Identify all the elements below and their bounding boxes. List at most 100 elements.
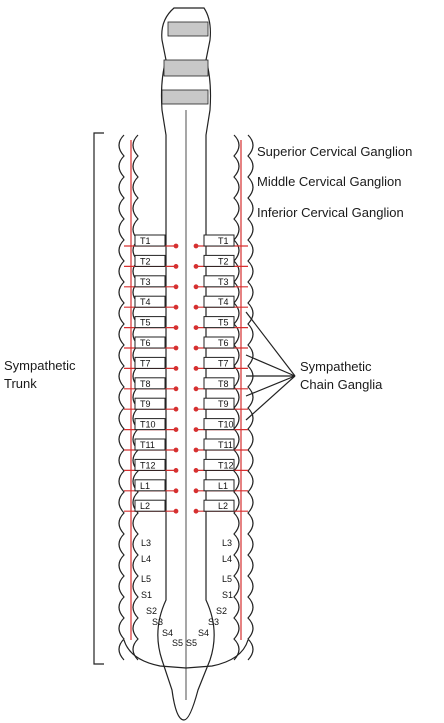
segment-box-right <box>203 295 235 308</box>
segment-label-right: T4 <box>218 297 229 307</box>
lower-label-left: S4 <box>162 628 173 638</box>
segment-label-right: T7 <box>218 358 229 368</box>
segment-box-right <box>203 316 235 329</box>
lower-label-left: S1 <box>141 590 152 600</box>
segment-label-left: T4 <box>140 297 151 307</box>
nerve-dot-left <box>173 366 179 371</box>
segment-label-left: T11 <box>140 440 155 450</box>
segment-label-right: T5 <box>218 318 229 328</box>
segment-label-right: T10 <box>218 420 234 430</box>
nerve-dot-right <box>193 284 199 290</box>
segment-box-left <box>134 316 166 329</box>
nerve-dot-right <box>193 366 199 371</box>
segment-label-left: T1 <box>140 236 151 246</box>
nerve-dot-right <box>193 468 199 473</box>
left-chain-outer <box>118 134 125 661</box>
segment-label-left: T3 <box>140 277 151 287</box>
nerve-dot-left <box>173 304 179 310</box>
nerve-dot-right <box>193 304 199 310</box>
segment-box-left <box>134 356 166 369</box>
segment-box-left <box>134 499 166 512</box>
nerve-dot-left <box>173 284 179 290</box>
lower-label-right: L4 <box>222 554 232 564</box>
segment-box-left <box>134 397 166 410</box>
nerve-dot-right <box>193 508 199 514</box>
lower-label-right: S4 <box>198 628 209 638</box>
segment-label-left: T5 <box>140 318 151 328</box>
sympathetic-trunk-bracket <box>93 132 104 665</box>
nerve-dot-right <box>193 488 199 494</box>
sympathetic-trunk-label-line2: Trunk <box>4 376 37 391</box>
segment-label-left: T6 <box>140 338 151 348</box>
segment-label-right: T1 <box>218 236 229 246</box>
segment-label-left: T12 <box>140 460 156 470</box>
segment-box-left <box>134 458 166 471</box>
segment-box-left <box>134 275 166 288</box>
lower-label-right: L3 <box>222 538 232 548</box>
segment-box-right <box>203 418 235 431</box>
segment-label-left: T7 <box>140 358 151 368</box>
segment-label-right: T2 <box>218 256 229 266</box>
nerve-dot-right <box>193 427 199 433</box>
segment-box-left <box>134 234 166 247</box>
segment-label-right: T6 <box>218 338 229 348</box>
nerve-dot-left <box>173 488 179 494</box>
nerve-dot-left <box>173 427 179 433</box>
segment-label-left: L2 <box>140 501 150 511</box>
inferior-cervical-ganglion-label: Inferior Cervical Ganglion <box>257 205 404 220</box>
nerve-dot-left <box>173 243 179 249</box>
nerve-dot-left <box>173 264 179 269</box>
right-chain-inner <box>233 134 240 661</box>
segment-label-left: T2 <box>140 256 151 266</box>
nerve-dot-right <box>193 243 199 249</box>
nerve-dot-left <box>173 508 179 514</box>
segment-box-right <box>203 499 235 512</box>
segment-box-left <box>134 254 166 267</box>
lower-label-left: L4 <box>141 554 151 564</box>
nerve-dot-right <box>193 406 199 412</box>
nerve-dot-left <box>173 406 179 412</box>
segment-box-left <box>134 336 166 349</box>
chain-ganglia-pointers <box>245 311 296 421</box>
sympathetic-chain-ganglia-label-line1: Sympathetic <box>300 359 372 374</box>
segment-box-right <box>203 254 235 267</box>
segment-box-left <box>134 377 166 390</box>
segment-label-right: L1 <box>218 481 228 491</box>
nerve-dot-right <box>193 386 199 392</box>
nerve-dot-left <box>173 386 179 392</box>
cervical-bands <box>161 21 209 105</box>
nerve-dot-right <box>193 345 199 351</box>
segment-box-left <box>134 418 166 431</box>
segment-box-left <box>134 295 166 308</box>
segment-label-right: T9 <box>218 399 229 409</box>
left-chain-inner <box>132 134 139 661</box>
nerve-dot-right <box>193 447 199 453</box>
segment-box-right <box>203 356 235 369</box>
segment-label-right: T8 <box>218 379 229 389</box>
chain-convergence <box>123 639 249 669</box>
lower-label-left: S3 <box>152 617 163 627</box>
nerve-dot-left <box>173 325 179 331</box>
right-chain-outer <box>247 134 254 661</box>
segment-box-left <box>134 438 166 451</box>
lower-label-right: S5 <box>186 638 197 648</box>
lower-label-right: L5 <box>222 574 232 584</box>
segment-box-right <box>203 377 235 390</box>
segment-box-right <box>203 275 235 288</box>
lower-label-left: L3 <box>141 538 151 548</box>
sympathetic-trunk-label-line1: Sympathetic <box>4 358 76 373</box>
segment-label-left: L1 <box>140 481 150 491</box>
segment-label-left: T9 <box>140 399 151 409</box>
segment-label-right: T11 <box>218 440 233 450</box>
segment-box-right <box>203 336 235 349</box>
nerve-dot-right <box>193 264 199 269</box>
segment-label-left: T8 <box>140 379 151 389</box>
segment-label-right: T12 <box>218 460 234 470</box>
segment-label-right: T3 <box>218 277 229 287</box>
nerve-dot-left <box>173 468 179 473</box>
sympathetic-chain-ganglia-label-line2: Chain Ganglia <box>300 377 383 392</box>
middle-cervical-ganglion-label: Middle Cervical Ganglion <box>257 174 402 189</box>
